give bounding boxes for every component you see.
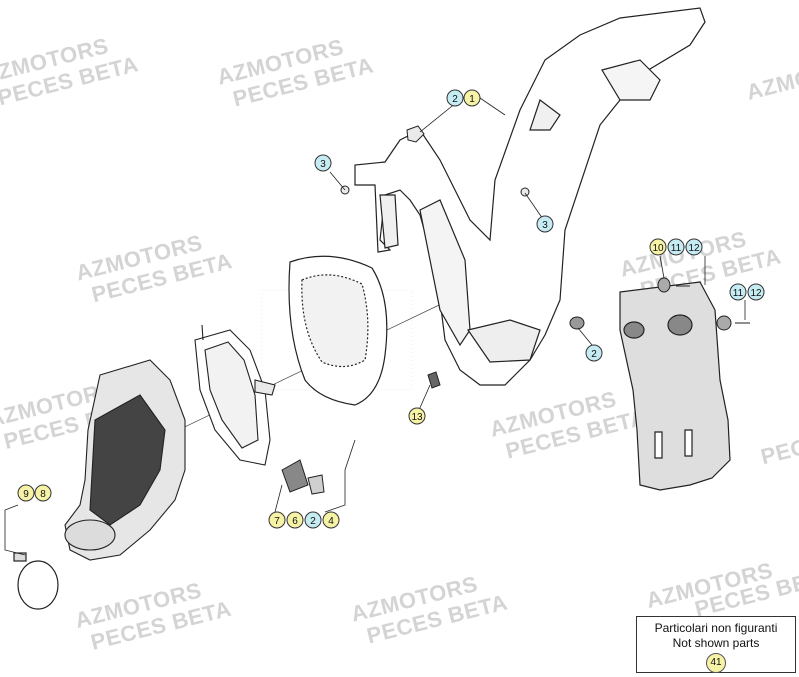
callout-label: 8	[40, 489, 46, 500]
callout-label: 12	[750, 288, 762, 299]
callout-label: 11	[671, 243, 682, 254]
note-line-english: Not shown parts	[672, 636, 760, 650]
callout-label: 4	[328, 516, 334, 527]
callout-label: 12	[688, 243, 700, 254]
callout-label: 3	[320, 159, 326, 170]
callout-8: 8	[34, 484, 52, 502]
watermark-sub: PECES BETA	[758, 410, 799, 469]
callout-markers: 2 1 3 3 2 10 11 12	[17, 89, 765, 529]
callout-label: 7	[274, 516, 280, 527]
callout-label: 11	[733, 288, 744, 299]
callout-label: 2	[452, 94, 458, 105]
small-hardware	[281, 125, 585, 495]
note-part-number: 41	[706, 653, 726, 673]
callout-label: 13	[411, 412, 423, 423]
callout-label: 6	[292, 516, 298, 527]
callout-11-top: 11	[667, 238, 685, 256]
callout-3-right: 3	[536, 215, 554, 233]
callout-12-right: 12	[747, 283, 765, 301]
hose-clamp	[13, 552, 59, 610]
callout-label: 1	[469, 94, 475, 105]
callout-10: 10	[649, 238, 667, 256]
callout-9: 9	[17, 484, 35, 502]
callout-13: 13	[408, 407, 426, 425]
callout-12-top: 12	[685, 238, 703, 256]
callout-2-bottom: 2	[304, 511, 322, 529]
watermark-brand: AZMOTORS	[744, 49, 799, 105]
callout-7: 7	[268, 511, 286, 529]
callout-label: 2	[310, 516, 316, 527]
callout-label: 10	[652, 243, 664, 254]
callout-2-top: 2	[446, 89, 464, 107]
filter-cage	[194, 324, 276, 466]
air-filter	[288, 255, 388, 406]
callout-11-right: 11	[729, 283, 747, 301]
note-line-italian: Particolari non figuranti	[654, 621, 778, 635]
airbox-frame	[354, 7, 706, 386]
leader-lines	[4, 97, 746, 556]
callout-6: 6	[286, 511, 304, 529]
callout-label: 3	[542, 220, 548, 231]
callout-label: 9	[23, 489, 29, 500]
callout-1: 1	[463, 89, 481, 107]
side-cover-hardware	[657, 277, 750, 331]
callout-3-left: 3	[314, 154, 332, 172]
callout-2-right: 2	[585, 344, 603, 362]
intake-boot	[64, 359, 186, 561]
callout-label: 2	[591, 349, 597, 360]
side-cover-panel	[619, 281, 731, 491]
not-shown-parts-note: Particolari non figuranti Not shown part…	[636, 616, 796, 673]
callout-4: 4	[322, 511, 340, 529]
